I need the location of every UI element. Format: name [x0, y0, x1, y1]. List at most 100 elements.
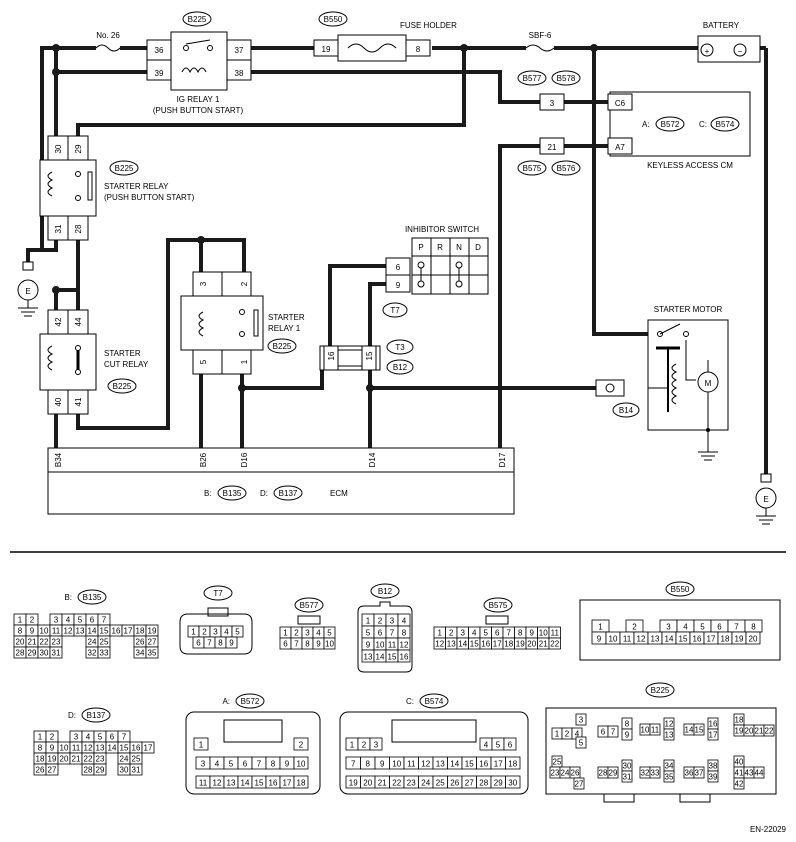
pin-number: 4: [484, 741, 489, 750]
svg-text:37: 37: [235, 46, 244, 55]
pin-number: 18: [735, 716, 744, 725]
connector-b225-group-4: 89: [621, 717, 633, 741]
fuse-holder: 19 8 FUSE HOLDER B550: [313, 11, 457, 62]
wires: [26, 46, 768, 478]
pin-number: 13: [96, 744, 105, 753]
pin-number: 12: [421, 760, 430, 769]
pin-number: 9: [316, 640, 321, 649]
pin-number: 14: [88, 627, 97, 636]
pin-number: 1: [199, 741, 204, 750]
pin-number: 33: [100, 649, 109, 658]
pin-number: 26: [571, 769, 580, 778]
pin-number: 6: [508, 741, 513, 750]
connector-tag: B:B135: [64, 589, 107, 605]
pin-number: 11: [651, 726, 660, 735]
svg-text:9: 9: [396, 281, 401, 290]
svg-text:3: 3: [199, 281, 208, 286]
pin-number: 1: [598, 623, 603, 632]
pin-number: 8: [218, 639, 223, 648]
pin-number: 27: [148, 638, 157, 647]
svg-text:E: E: [763, 495, 768, 504]
pin-number: 6: [110, 733, 115, 742]
svg-text:5: 5: [199, 359, 208, 364]
svg-text:INHIBITOR SWITCH: INHIBITOR SWITCH: [405, 225, 479, 234]
pin-number: 42: [735, 780, 744, 789]
pin-number: 38: [709, 762, 718, 771]
svg-text:STARTER: STARTER: [268, 313, 305, 322]
pin-number: 23: [96, 755, 105, 764]
pin-number: 43: [745, 769, 754, 778]
svg-text:B34: B34: [54, 452, 63, 467]
svg-text:B:: B:: [64, 593, 72, 602]
pin-number: 15: [388, 653, 397, 662]
pin-number: 28: [479, 779, 488, 788]
connector-tag-b225-top: B225: [182, 11, 212, 27]
svg-text:39: 39: [155, 69, 164, 78]
pin-number: 4: [402, 617, 407, 626]
pin-number: 18: [504, 640, 513, 649]
pin-number: 13: [665, 731, 674, 740]
pin-number: 30: [508, 779, 517, 788]
pin-number: 31: [132, 766, 141, 775]
pin-number: 10: [609, 635, 618, 644]
pin-number: 29: [494, 779, 503, 788]
pin-number: 9: [30, 627, 35, 636]
pin-number: 8: [402, 629, 407, 638]
pin-number: 20: [60, 755, 69, 764]
pin-number: 2: [294, 629, 299, 638]
svg-text:B137: B137: [279, 489, 298, 498]
svg-text:D17: D17: [498, 452, 507, 467]
pin-number: 15: [255, 779, 264, 788]
pin-number: 22: [550, 640, 559, 649]
pin-number: 1: [18, 616, 23, 625]
pin-number: 2: [362, 741, 367, 750]
pin-number: 1: [38, 733, 43, 742]
inhibitor-switch: INHIBITOR SWITCH P R N D 6 9 T7: [382, 225, 489, 318]
svg-text:A:: A:: [642, 120, 650, 129]
pin-number: 14: [665, 635, 674, 644]
keyless-access-cm: 3 21 C6 A7 A: B572 C: B574 KEYLESS ACCES…: [517, 70, 751, 176]
pin-number: 10: [60, 744, 69, 753]
svg-text:B575: B575: [489, 601, 508, 610]
pin-number: 29: [609, 769, 618, 778]
pin-number: 12: [637, 635, 646, 644]
pin-number: 5: [484, 629, 489, 638]
pin-number: 12: [435, 640, 444, 649]
connector-b572-pin2: 2: [293, 737, 309, 751]
pin-number: 3: [305, 629, 310, 638]
pin-number: 19: [148, 627, 157, 636]
connector-tag: B575: [483, 597, 513, 613]
pin-number: 35: [665, 773, 674, 782]
ecm: B34 B26 D16 D14 D17 B: B135 D: B137 ECM: [47, 447, 515, 515]
ig-relay: 36 39 37 38 IG RELAY 1 (PUSH BUTTON STAR…: [146, 31, 252, 115]
pin-number: 10: [641, 726, 650, 735]
svg-text:B577: B577: [523, 74, 542, 83]
pin-number: 7: [351, 760, 356, 769]
pin-number: 3: [374, 741, 379, 750]
pin-number: 3: [461, 629, 466, 638]
pin-number: 20: [527, 640, 536, 649]
pin-number: 17: [707, 635, 716, 644]
pin-number: 15: [100, 627, 109, 636]
svg-text:D:: D:: [68, 711, 76, 720]
pin-number: 15: [695, 726, 704, 735]
svg-text:B575: B575: [523, 164, 542, 173]
pin-number: 3: [213, 628, 218, 637]
pin-number: 8: [518, 629, 523, 638]
pin-number: 25: [100, 638, 109, 647]
svg-text:B137: B137: [87, 711, 106, 720]
pin-number: 11: [551, 629, 560, 638]
svg-text:16: 16: [327, 351, 336, 360]
svg-text:B14: B14: [619, 406, 634, 415]
svg-text:6: 6: [396, 263, 401, 272]
pin-number: 6: [495, 629, 500, 638]
pin-number: 22: [84, 755, 93, 764]
pin-number: 4: [575, 730, 580, 739]
